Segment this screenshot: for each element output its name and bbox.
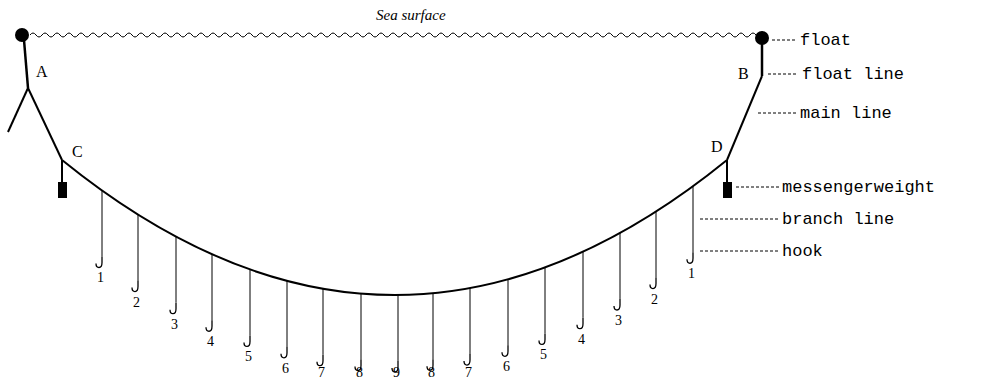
part-label: D	[711, 139, 723, 155]
branch-line	[656, 212, 657, 278]
hook	[502, 345, 508, 356]
callout-number: 9	[393, 366, 400, 380]
callout-number: 7	[318, 366, 325, 380]
branch-line	[545, 267, 546, 333]
hook	[577, 318, 583, 329]
hook	[317, 355, 323, 366]
branch-line	[620, 233, 621, 299]
sea-surface-wave	[30, 33, 762, 37]
part-label: main line	[800, 105, 892, 122]
part-label: Sea surface	[376, 8, 446, 23]
branch-line	[176, 237, 177, 303]
branch-line	[361, 294, 362, 360]
float-symbol	[755, 31, 769, 45]
callout-number: 4	[207, 335, 214, 349]
hook	[132, 281, 138, 292]
hook	[96, 256, 102, 267]
float-lines	[24, 40, 762, 88]
callout-number: 6	[503, 360, 510, 374]
branch-line	[138, 215, 139, 281]
branch-line	[470, 288, 471, 354]
branch-line	[323, 289, 324, 355]
hook	[650, 278, 656, 289]
callout-number: 5	[540, 348, 547, 362]
callout-number: 8	[428, 366, 435, 380]
part-label: C	[72, 144, 83, 160]
callout-number: 3	[615, 314, 622, 328]
part-label: B	[738, 66, 749, 82]
callout-number: 5	[245, 350, 252, 364]
branch-line	[583, 252, 584, 318]
hook	[170, 303, 176, 314]
branch-line	[433, 293, 434, 359]
hook	[244, 335, 250, 346]
branch-line	[250, 269, 251, 335]
hook	[464, 354, 470, 365]
part-label: A	[36, 64, 48, 80]
messenger-weight-lines	[62, 160, 727, 183]
callout-number: 3	[171, 318, 178, 332]
callout-number: 7	[465, 366, 472, 380]
branch-lines	[96, 186, 693, 372]
hook	[614, 299, 620, 310]
callout-number: 2	[651, 293, 658, 307]
hook	[539, 333, 545, 344]
callout-number: 1	[688, 267, 695, 281]
callout-number: 6	[282, 362, 289, 376]
part-label: hook	[782, 243, 823, 260]
float-symbol	[15, 28, 29, 42]
hook	[206, 320, 212, 331]
callout-number: 4	[578, 333, 585, 347]
hook	[281, 347, 287, 358]
hook	[687, 252, 693, 263]
part-label: branch line	[782, 211, 894, 228]
branch-line	[693, 186, 694, 252]
callout-number: 2	[133, 296, 140, 310]
messenger-weight	[723, 182, 732, 198]
messenger-weight	[58, 182, 67, 198]
part-label: float	[800, 32, 851, 49]
part-label: float line	[802, 66, 904, 83]
branch-line	[398, 295, 399, 361]
branch-line	[287, 281, 288, 347]
main-line	[8, 76, 762, 295]
part-label: messengerweight	[782, 179, 935, 196]
branch-line	[102, 190, 103, 256]
branch-line	[212, 254, 213, 320]
branch-line	[508, 279, 509, 345]
callout-number: 8	[356, 366, 363, 380]
callout-number: 1	[97, 271, 104, 285]
